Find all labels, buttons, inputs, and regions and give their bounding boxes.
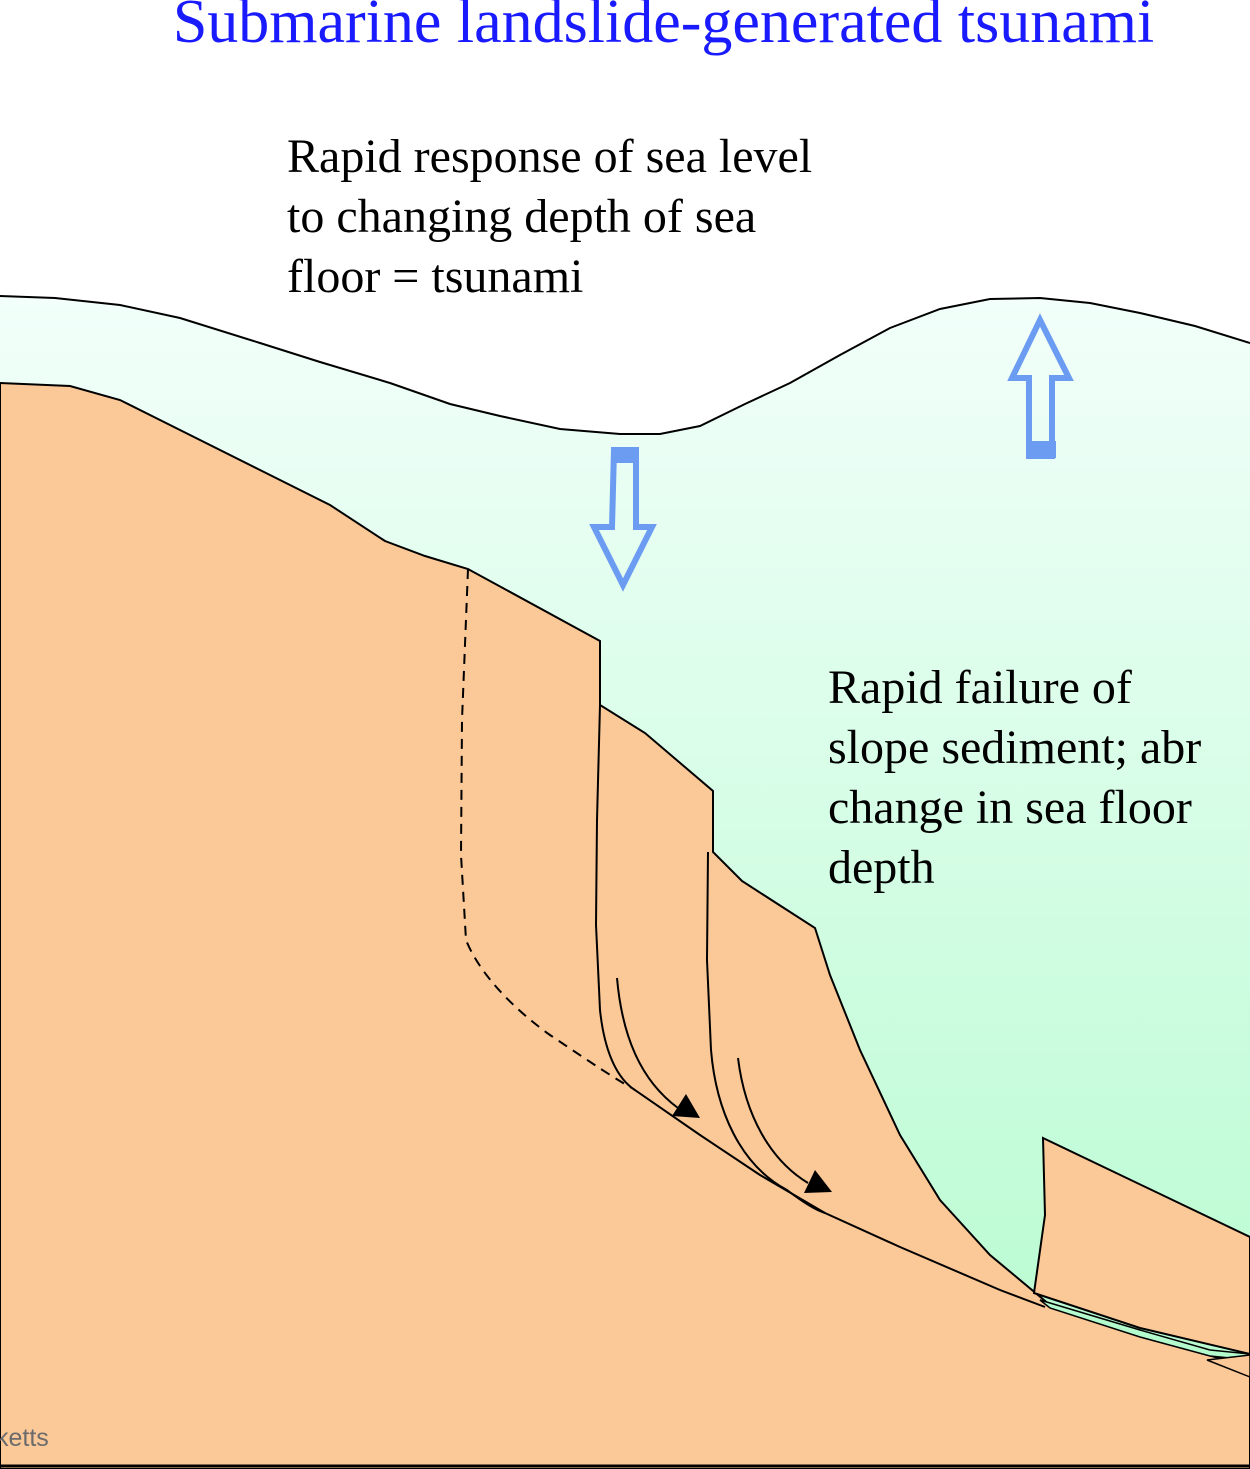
label-line: floor = tsunami — [287, 250, 584, 303]
label-line: slope sediment; abr — [828, 721, 1202, 774]
slide-motion-arrow-2 — [737, 1057, 809, 1184]
arrow-up-outline-icon — [1007, 313, 1074, 459]
curved-arrow-icon — [672, 1094, 700, 1118]
label-line: change in sea floor — [828, 781, 1192, 834]
slide-toe-gap — [1039, 1299, 1250, 1361]
arrow-down-outline-icon — [589, 447, 657, 592]
image-credit: ketts — [0, 1424, 49, 1452]
label-slope-failure: Rapid failure of slope sediment; abr cha… — [828, 658, 1201, 898]
slide-motion-arrow-1 — [616, 977, 679, 1109]
diagram-title: Submarine landslide-generated tsunami — [172, 0, 1155, 56]
slide-block — [1032, 1136, 1250, 1356]
label-sea-level-response: Rapid response of sea level to changing … — [287, 127, 812, 307]
curved-arrow-icon — [804, 1170, 832, 1193]
failure-plane-dashed — [459, 568, 633, 1089]
block-boundary-2 — [705, 851, 826, 1214]
label-line: Rapid failure of — [828, 661, 1132, 714]
sea-surface-line — [0, 295, 1250, 435]
slide-distal-sliver — [1206, 1354, 1250, 1378]
label-line: to changing depth of sea — [287, 190, 757, 243]
block-boundary-1 — [594, 704, 633, 1089]
label-line: Rapid response of sea level — [287, 130, 813, 183]
label-line: depth — [828, 841, 935, 894]
